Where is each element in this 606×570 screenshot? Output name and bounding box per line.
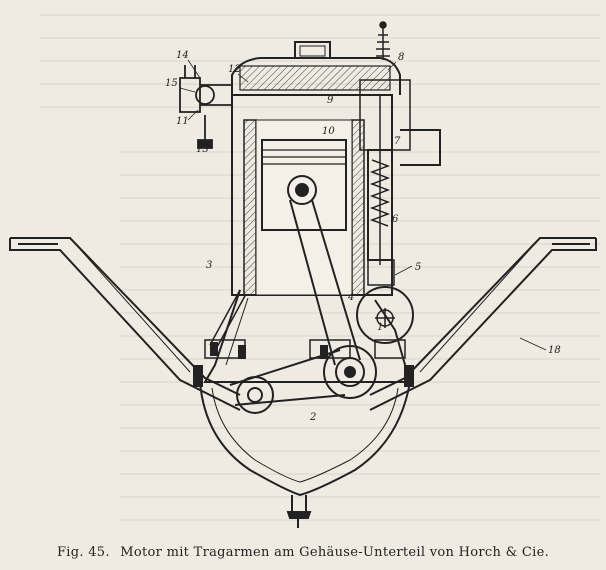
part-labels: 14 15 11 13 12 9 8 10 7 6 5 4 3 2 1 18 [165,50,561,423]
label-13: 13 [196,144,209,155]
label-8: 8 [398,52,404,63]
label-11: 11 [176,116,189,127]
label-12: 12 [228,64,241,75]
label-1: 1 [377,322,383,333]
label-3: 3 [206,260,212,271]
label-7: 7 [394,136,401,147]
label-6: 6 [392,214,399,225]
engine-drawing: 14 15 11 13 12 9 8 10 7 6 5 4 3 2 1 18 [9,14,600,528]
spark-plug [376,21,390,60]
leader-lines [179,59,547,351]
label-18: 18 [548,345,561,356]
figure-caption: Fig. 45. Motor mit Tragarmen am Gehäuse-… [0,545,606,560]
valve-mechanism [356,95,414,344]
crankcase-lower [199,381,411,528]
label-15: 15 [165,78,178,89]
crankcase-upper [203,289,412,383]
label-10: 10 [322,126,335,137]
label-5: 5 [415,262,421,273]
cylinder-block [231,41,441,296]
connecting-rod [287,175,361,366]
label-9: 9 [327,95,334,106]
figure-caption-text: Motor mit Tragarmen am Gehäuse-Unterteil… [120,545,550,560]
label-14: 14 [176,50,189,61]
oil-line [209,289,247,350]
label-4: 4 [347,292,354,303]
inlet-assembly [179,65,232,149]
figure-number: Fig. 45. [56,545,110,560]
engine-figure: 14 15 11 13 12 9 8 10 7 6 5 4 3 2 1 18 [9,14,600,528]
bolts [193,342,414,387]
label-2: 2 [309,412,316,423]
